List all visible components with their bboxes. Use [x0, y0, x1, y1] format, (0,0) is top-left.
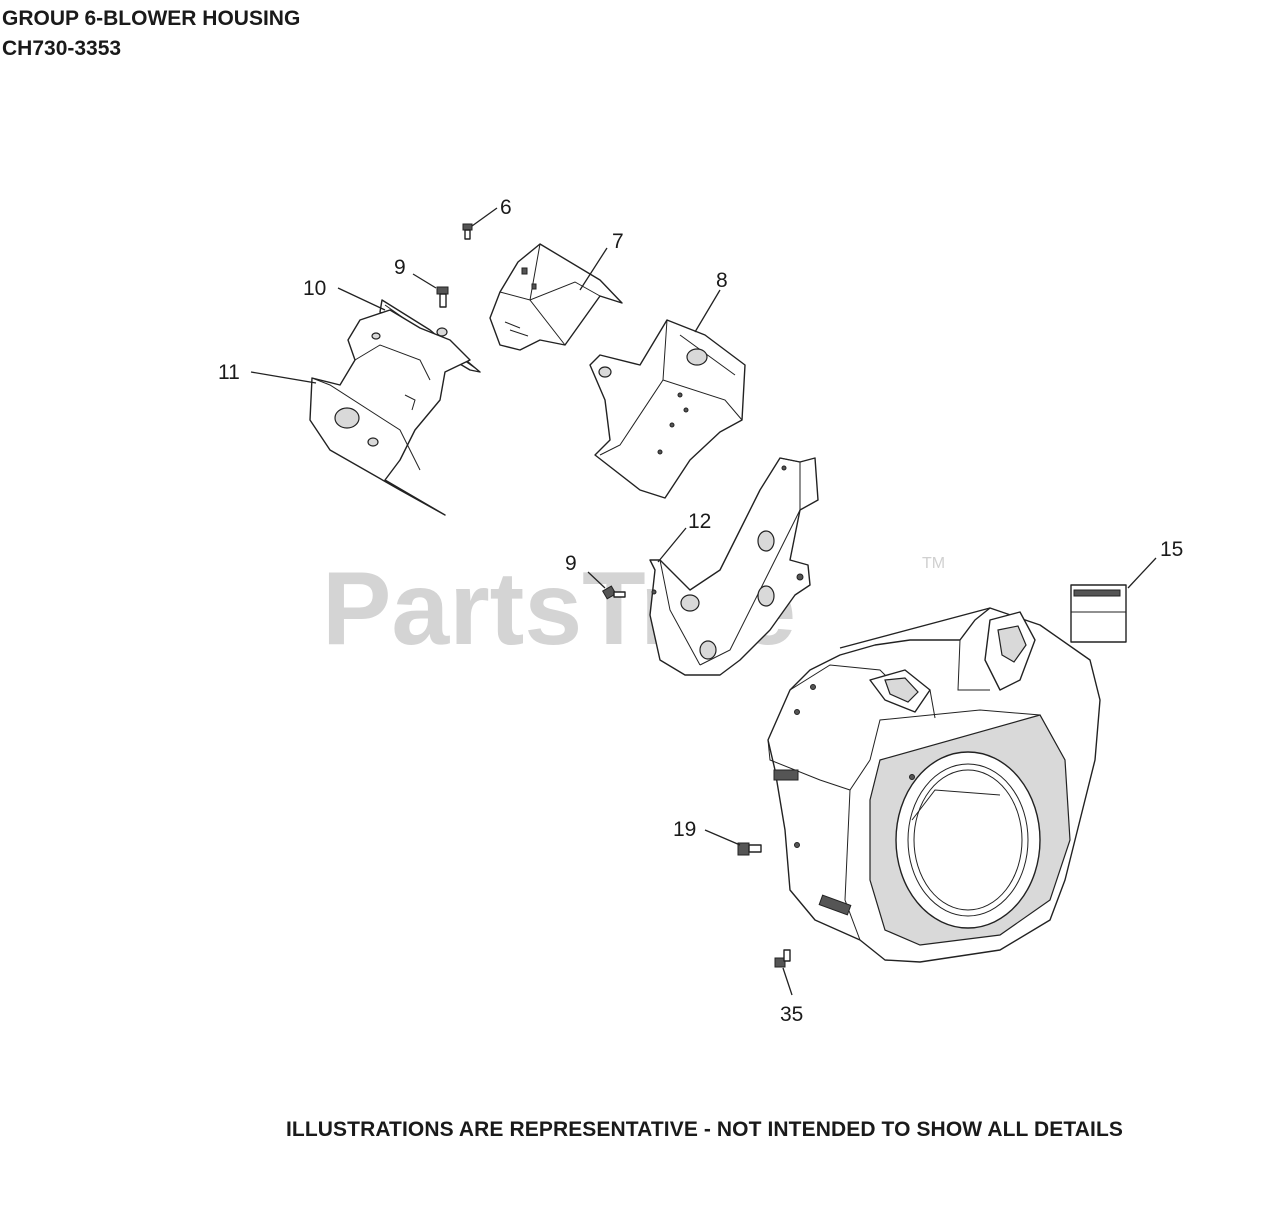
part-11-baffle[interactable]: [309, 309, 471, 516]
leader-lines: [250, 207, 1157, 996]
watermark-trademark: TM: [922, 555, 945, 572]
part-6-screw[interactable]: [462, 223, 473, 240]
callout-10: 10: [303, 277, 326, 300]
part-9-screw-upper[interactable]: [436, 286, 449, 308]
part-15-decal[interactable]: [1070, 584, 1127, 643]
callout-15: 15: [1160, 538, 1183, 561]
callout-19: 19: [673, 818, 696, 841]
blower-housing[interactable]: [767, 607, 1101, 963]
part-9-screw-lower[interactable]: [601, 585, 626, 600]
callout-7: 7: [612, 230, 624, 253]
diagram-title: GROUP 6-BLOWER HOUSING: [2, 7, 301, 30]
part-19-screw[interactable]: [737, 842, 762, 856]
part-8-shroud[interactable]: [589, 319, 746, 499]
callout-6: 6: [500, 196, 512, 219]
callout-12: 12: [688, 510, 711, 533]
part-35-screw[interactable]: [774, 949, 791, 968]
callout-9-upper: 9: [394, 256, 406, 279]
model-number: CH730-3353: [2, 37, 122, 60]
disclaimer-text: ILLUSTRATIONS ARE REPRESENTATIVE - NOT I…: [286, 1118, 1123, 1141]
callout-11: 11: [218, 361, 240, 384]
part-12-backplate[interactable]: [649, 457, 819, 676]
callout-8: 8: [716, 269, 728, 292]
callout-9-lower: 9: [565, 552, 577, 575]
part-7-cover[interactable]: [489, 243, 623, 351]
callout-35: 35: [780, 1003, 803, 1026]
